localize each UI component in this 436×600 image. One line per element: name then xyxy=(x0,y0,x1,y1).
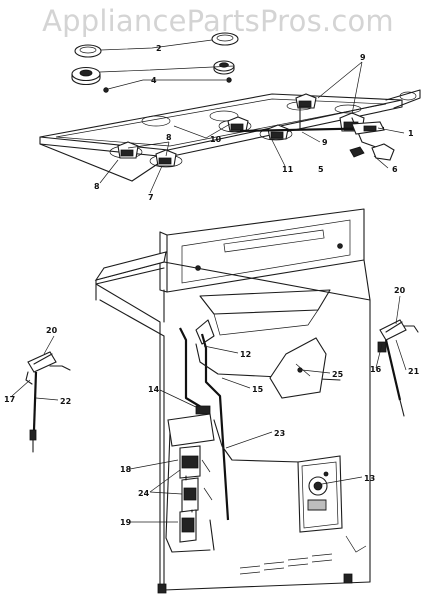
callout-22: 22 xyxy=(60,397,71,406)
burners-front xyxy=(117,116,289,167)
callout-8-left: 8 xyxy=(94,182,100,191)
callout-15: 15 xyxy=(252,385,264,394)
callout-13: 13 xyxy=(364,474,375,483)
callout-23: 23 xyxy=(274,429,285,438)
orifices xyxy=(103,77,232,93)
callout-4: 4 xyxy=(151,76,157,85)
vent-slots xyxy=(239,553,333,575)
callout-10: 10 xyxy=(210,135,222,144)
oven-thermostat xyxy=(297,455,343,533)
callout-5: 5 xyxy=(318,165,324,174)
pressure-regulator xyxy=(349,143,395,161)
callout-9-right: 9 xyxy=(322,138,328,147)
callout-8-top: 8 xyxy=(166,133,172,142)
callout-24: 24 xyxy=(138,489,150,498)
callout-19: 19 xyxy=(120,518,132,527)
left-burner-assy xyxy=(25,351,71,453)
callout-18: 18 xyxy=(120,465,132,474)
callout-20-left: 20 xyxy=(46,326,58,335)
oven-valve-assembly xyxy=(167,405,215,543)
callout-6: 6 xyxy=(392,165,398,174)
range-body xyxy=(94,208,371,594)
callout-2: 2 xyxy=(156,44,162,53)
callout-20-right: 20 xyxy=(394,286,406,295)
part-callouts: 2 4 9 1 9 6 5 8 10 11 8 7 12 15 14 23 18… xyxy=(4,44,420,527)
right-burner-assy xyxy=(377,319,419,417)
callout-14: 14 xyxy=(148,385,160,394)
callout-21: 21 xyxy=(408,367,420,376)
callout-12: 12 xyxy=(240,350,251,359)
burner-heads xyxy=(71,60,235,86)
leader-lines xyxy=(11,39,407,523)
callout-1: 1 xyxy=(408,129,414,138)
callout-7: 7 xyxy=(148,193,154,202)
burner-caps xyxy=(74,32,239,58)
callout-16: 16 xyxy=(370,365,382,374)
callout-17: 17 xyxy=(4,395,15,404)
callout-11: 11 xyxy=(282,165,294,174)
bracket-25 xyxy=(269,337,327,399)
callout-25: 25 xyxy=(332,370,344,379)
callout-9-top: 9 xyxy=(360,53,366,62)
gas-valve-top xyxy=(351,89,421,135)
